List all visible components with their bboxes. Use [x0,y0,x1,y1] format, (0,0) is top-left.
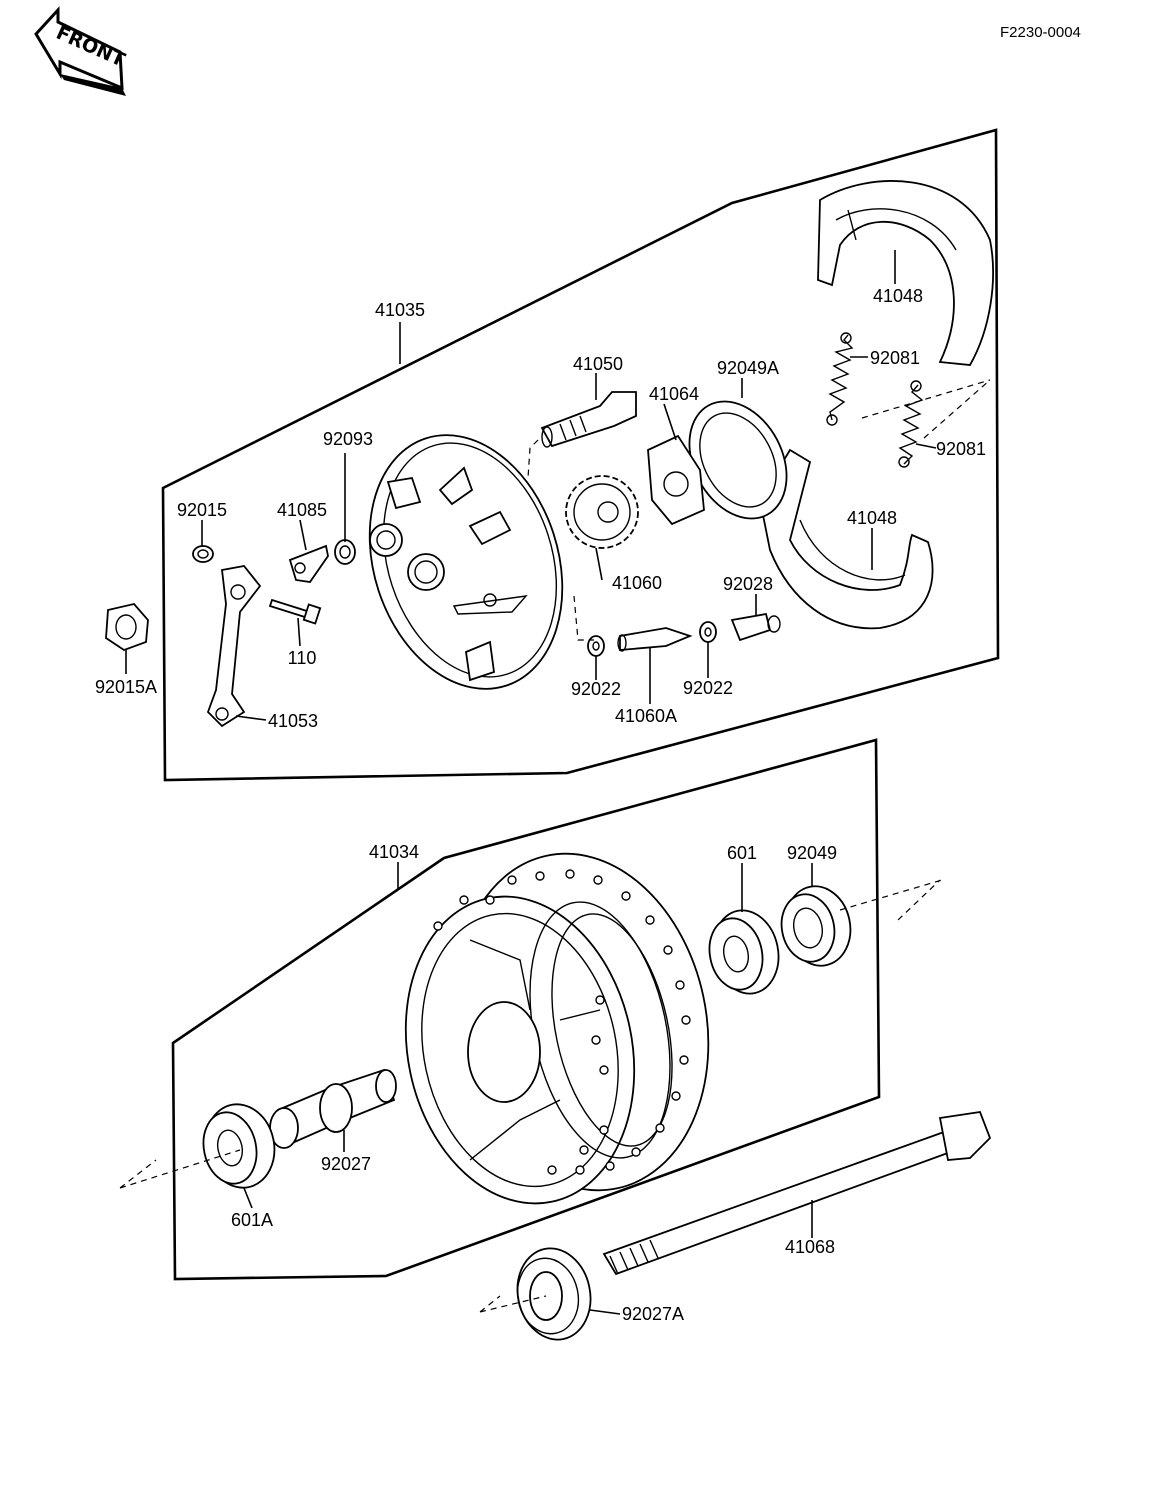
label-41048-upper: 41048 [873,286,923,306]
leader-lines [125,250,937,1315]
label-41035: 41035 [375,300,425,320]
washer-92022-left-part [587,635,605,657]
indicator-plate-part [647,434,705,526]
label-601: 601 [727,843,757,863]
front-arrow-icon: FRONT [34,6,128,96]
brake-panel-group-border [161,128,1000,782]
label-92015: 92015 [177,500,227,520]
label-92027a: 92027A [622,1304,684,1324]
brake-panel-part [368,434,564,690]
axle-part [602,1111,992,1276]
plate-41085-part [288,544,329,583]
camshaft-part [540,391,637,448]
drawing-code: F2230-0004 [1000,24,1081,41]
spacer-92027-part [269,1068,397,1149]
label-41060: 41060 [612,573,662,593]
spring-lower-part [898,380,924,468]
hub-group-border [171,738,881,1281]
label-41053: 41053 [268,711,318,731]
washer-92093-part [334,539,356,565]
label-92081-upper: 92081 [870,348,920,368]
label-41068: 41068 [785,1237,835,1257]
label-41064: 41064 [649,384,699,404]
nut-92015-part [192,545,214,563]
label-41048-lower: 41048 [847,508,897,528]
label-601a: 601A [231,1210,273,1230]
label-92022-right: 92022 [683,678,733,698]
label-41085: 41085 [277,500,327,520]
brake-lever-part [206,565,262,728]
label-92093: 92093 [323,429,373,449]
pinion-part [617,627,693,652]
hub-part [404,852,710,1205]
axle-nut-part [105,603,149,652]
washer-92022-right-part [699,621,717,643]
label-92028: 92028 [723,574,773,594]
label-92049a: 92049A [717,358,779,378]
label-41050: 41050 [573,354,623,374]
bearing-601a-part [202,1103,276,1189]
assembly-line-lower [119,879,943,1313]
seal-92049-part [780,885,852,967]
spring-upper-part [826,332,854,426]
label-92022-left: 92022 [571,679,621,699]
gear-part [565,475,639,549]
label-92027: 92027 [321,1154,371,1174]
brake-shoe-upper-part [817,180,994,366]
label-110: 110 [288,648,317,668]
collar-part [516,1247,592,1341]
label-41060a: 41060A [615,706,677,726]
seal-92049a-part [688,400,788,520]
bearing-601-part [708,909,780,995]
label-92049: 92049 [787,843,837,863]
assembly-line-upper [527,379,991,641]
label-41034: 41034 [369,842,419,862]
label-92081-lower: 92081 [936,439,986,459]
bushing-part [730,612,781,642]
bolt-110-part [268,598,322,625]
brake-shoe-lower-part [759,448,934,630]
label-92015a: 92015A [95,677,157,697]
